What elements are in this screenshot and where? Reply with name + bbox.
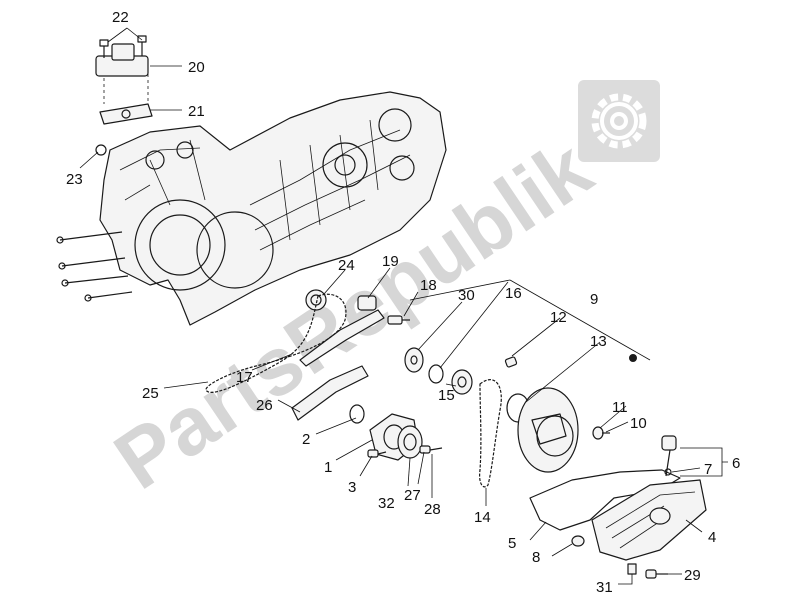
callout-19: 19	[382, 253, 399, 270]
callout-31: 31	[596, 579, 613, 596]
callout-23: 23	[66, 171, 83, 188]
callout-26: 26	[256, 397, 273, 414]
callout-18: 18	[420, 277, 437, 294]
chain-14	[479, 379, 502, 488]
callout-6: 6	[732, 455, 740, 472]
callout-3: 3	[348, 479, 356, 496]
bolt-27-28	[419, 445, 443, 454]
callout-7: 7	[704, 461, 712, 478]
chain-guide-26	[291, 365, 369, 421]
crankcase	[56, 91, 447, 326]
callout-4: 4	[708, 529, 716, 546]
gear-icon	[578, 80, 660, 162]
bolt-18	[387, 315, 410, 325]
callout-12: 12	[550, 309, 567, 326]
callout-21: 21	[188, 103, 205, 120]
callout-32: 32	[378, 495, 395, 512]
pin-12	[504, 356, 518, 368]
callout-24: 24	[338, 257, 355, 274]
callout-labels: 22 20 21 23 24 19 18 30 16 9 12 13 25 17…	[66, 9, 740, 596]
callout-11: 11	[612, 399, 628, 416]
callout-15: 15	[438, 387, 455, 404]
chain-25	[205, 293, 347, 393]
screw-10	[592, 426, 610, 440]
callout-27: 27	[404, 487, 421, 504]
sprocket-32	[397, 425, 423, 459]
leader-lines	[79, 27, 728, 585]
oil-sump-4	[591, 479, 707, 561]
callout-14: 14	[474, 509, 491, 526]
seal-7	[664, 468, 672, 476]
callout-29: 29	[684, 567, 701, 584]
sprocket-15	[451, 369, 473, 395]
screw-3	[367, 449, 387, 458]
washer-8	[571, 535, 585, 547]
screw-29	[645, 569, 668, 579]
callout-17: 17	[236, 369, 253, 386]
callout-28: 28	[424, 501, 441, 518]
callout-13: 13	[590, 333, 607, 350]
pump-cover	[517, 387, 579, 473]
callout-1: 1	[324, 459, 332, 476]
callout-2: 2	[302, 431, 310, 448]
tensioner-slider-19	[299, 295, 385, 367]
callout-25: 25	[142, 385, 159, 402]
washer-30	[404, 347, 424, 373]
gasket-2	[349, 404, 365, 424]
callout-16: 16	[505, 285, 522, 302]
callout-22: 22	[112, 9, 129, 26]
callout-9: 9	[590, 291, 598, 308]
plug-9	[629, 354, 637, 362]
dipstick-6	[661, 435, 677, 477]
sprocket-24	[305, 289, 327, 311]
callout-5: 5	[508, 535, 516, 552]
callout-30: 30	[458, 287, 475, 304]
ring-16	[428, 364, 444, 384]
callout-20: 20	[188, 59, 205, 76]
tensioner-assembly	[95, 35, 153, 156]
drain-31	[627, 563, 637, 575]
callout-8: 8	[532, 549, 540, 566]
callout-10: 10	[630, 415, 647, 432]
